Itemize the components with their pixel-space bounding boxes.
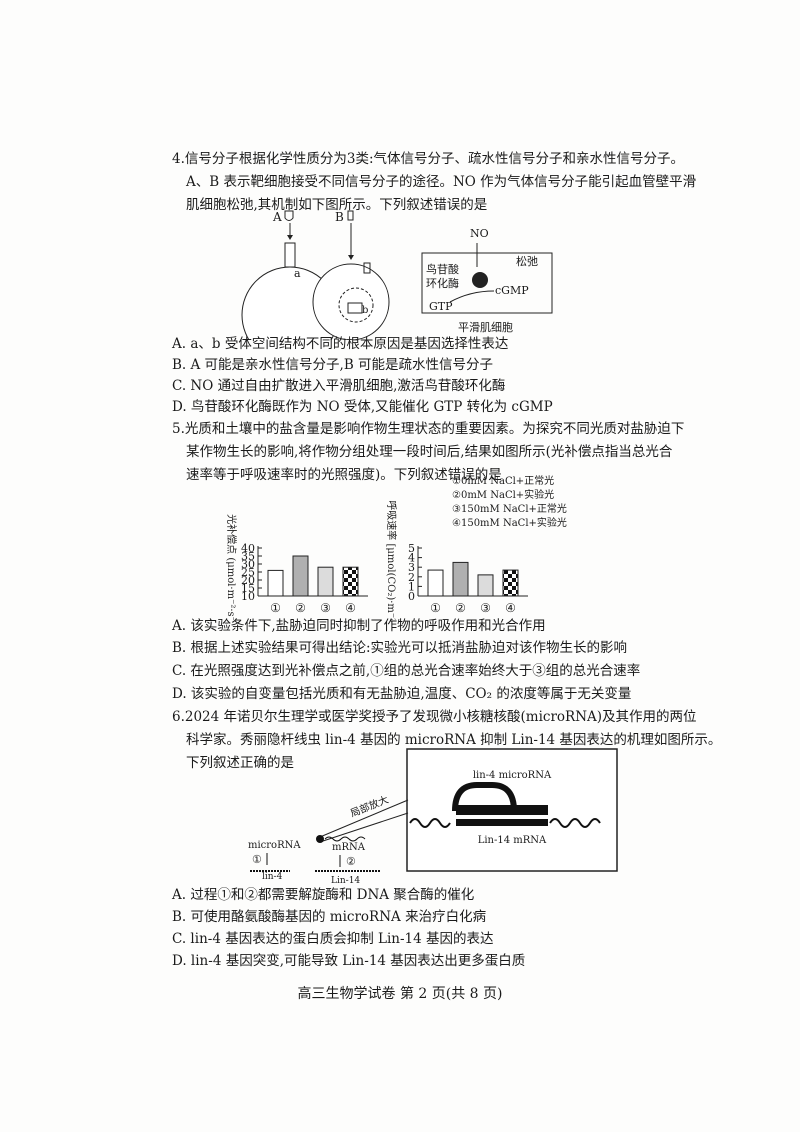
q4-option: B. A 可能是亲水性信号分子,B 可能是疏水性信号分子 xyxy=(172,357,494,373)
x-tick-label: ② xyxy=(295,601,306,615)
y-tick-label: 5 xyxy=(408,542,415,555)
label-b: B xyxy=(335,210,344,224)
y-tick-label: 35 xyxy=(241,550,255,563)
lin14-label: Lin-14 xyxy=(331,876,361,886)
x-tick-label: ② xyxy=(455,601,466,615)
q6-stem-line: 6.2024 年诺贝尔生理学或医学奖授予了发现微小核糖核酸(microRNA)及… xyxy=(172,709,697,725)
q4-option: A. a、b 受体空间结构不同的根本原因是基因选择性表达 xyxy=(172,336,509,352)
relax-label: 松弛 xyxy=(516,254,538,268)
q6-microrna-diagram: lin-4 microRNA Lin-14 mRNA 局部放大 microRNA… xyxy=(248,748,618,880)
label-a: A xyxy=(272,210,282,224)
q5-stem-line: 5.光质和土壤中的盐含量是影响作物生理状态的重要因素。为探究不同光质对盐胁迫下 xyxy=(172,421,685,437)
q5-option: C. 在光照强度达到光补偿点之前,①组的总光合速率始终大于③组的总光合速率 xyxy=(172,663,641,679)
y-tick-label: 25 xyxy=(241,566,255,579)
q6-option: C. lin-4 基因表达的蛋白质会抑制 Lin-14 基因的表达 xyxy=(172,931,494,947)
x-tick-label: ③ xyxy=(480,601,491,615)
no-label: NO xyxy=(470,227,489,240)
box-top-label: lin-4 microRNA xyxy=(473,770,552,781)
bar xyxy=(502,569,519,597)
y-tick-label: 3 xyxy=(408,561,415,574)
mrna-label: mRNA xyxy=(332,842,366,853)
bar xyxy=(267,569,284,597)
q4-option: D. 鸟苷酸环化酶既作为 NO 受体,又能催化 GTP 转化为 cGMP xyxy=(172,399,553,415)
q4-stem-line: A、B 表示靶细胞接受不同信号分子的途径。NO 作为气体信号分子能引起血管壁平滑 xyxy=(186,174,697,190)
q6-option: A. 过程①和②都需要解旋酶和 DNA 聚合酶的催化 xyxy=(172,887,475,903)
bar xyxy=(477,574,494,597)
y-tick-label: 40 xyxy=(241,542,255,555)
bar xyxy=(317,566,334,597)
q5-option: D. 该实验的自变量包括光质和有无盐胁迫,温度、CO₂ 的浓度等属于无关变量 xyxy=(172,686,632,702)
x-tick-label: ① xyxy=(270,601,281,615)
bar xyxy=(342,566,359,597)
y-tick-label: 2 xyxy=(408,571,415,584)
q4-option: C. NO 通过自由扩散进入平滑肌细胞,激活鸟苷酸环化酶 xyxy=(172,378,506,394)
y-tick-label: 30 xyxy=(241,558,255,571)
legend-entry: ②0mM NaCl+实验光 xyxy=(452,488,554,501)
step2-label: ② xyxy=(346,855,356,868)
x-tick-label: ④ xyxy=(345,601,356,615)
bar xyxy=(292,555,309,597)
y-tick-label: 10 xyxy=(241,590,255,603)
receptor-b-label: b xyxy=(362,305,368,316)
receptor-a-label: a xyxy=(294,267,301,280)
q5-option: B. 根据上述实验结果可得出结论:实验光可以抵消盐胁迫对该作物生长的影响 xyxy=(172,640,628,656)
lin4-label: lin-4 xyxy=(262,872,283,880)
x-tick-label: ④ xyxy=(505,601,516,615)
q5-stem-line: 某作物生长的影响,将作物分组处理一段时间后,结果如图所示(光补偿点指当总光合 xyxy=(186,444,673,460)
legend-entry: ③150mM NaCl+正常光 xyxy=(452,502,567,515)
bar xyxy=(427,569,444,597)
q6-stem-line: 科学家。秀丽隐杆线虫 lin-4 基因的 microRNA 抑制 Lin-14 … xyxy=(186,732,722,748)
box-bottom-label: Lin-14 mRNA xyxy=(478,835,547,846)
q4-stem-line: 肌细胞松弛,其机制如下图所示。下列叙述错误的是 xyxy=(186,197,488,213)
x-tick-label: ① xyxy=(430,601,441,615)
q4-stem-line: 4.信号分子根据化学性质分为3类:气体信号分子、疏水性信号分子和亲水性信号分子。 xyxy=(172,151,685,167)
y-tick-label: 20 xyxy=(241,574,255,587)
page-footer: 高三生物学试卷 第 2 页(共 8 页) xyxy=(297,986,503,1002)
y-axis-label: 呼吸速率 [μmol(CO₂)·m⁻²·s⁻¹] xyxy=(385,500,398,620)
legend-entry: ④150mM NaCl+实验光 xyxy=(452,516,567,529)
bar xyxy=(452,561,469,597)
y-tick-label: 1 xyxy=(408,580,415,593)
enzyme-label: 环化酶 xyxy=(426,276,459,290)
q5-stem-line: 速率等于呼吸速率时的光照强度)。下列叙述错误的是 xyxy=(186,467,502,483)
q6-stem-line: 下列叙述正确的是 xyxy=(186,755,294,771)
y-tick-label: 15 xyxy=(241,582,255,595)
q6-option: B. 可使用酪氨酸酶基因的 microRNA 来治疗白化病 xyxy=(172,909,487,925)
microrna-label: microRNA xyxy=(248,840,301,851)
q4-signal-diagram: A a B b NO 鸟苷酸 环化酶 松弛 cGMP GTP 平滑肌细胞 xyxy=(241,210,553,340)
q6-option: D. lin-4 基因突变,可能导致 Lin-14 基因表达出更多蛋白质 xyxy=(172,953,526,969)
legend-entry: ①0mM NaCl+正常光 xyxy=(452,474,554,487)
cgmp-label: cGMP xyxy=(495,284,529,297)
enzyme-label: 鸟苷酸 xyxy=(426,262,459,276)
gtp-label: GTP xyxy=(429,300,453,313)
step1-label: ① xyxy=(252,853,262,866)
y-tick-label: 0 xyxy=(408,590,415,603)
x-tick-label: ③ xyxy=(320,601,331,615)
y-axis-label: 光补偿点 (μmol·m⁻²·s⁻¹) xyxy=(225,514,238,620)
cell-label: 平滑肌细胞 xyxy=(458,321,513,334)
q5-option: A. 该实验条件下,盐胁迫同时抑制了作物的呼吸作用和光合作用 xyxy=(172,618,546,634)
zoom-label: 局部放大 xyxy=(348,793,390,820)
y-tick-label: 4 xyxy=(408,552,415,565)
